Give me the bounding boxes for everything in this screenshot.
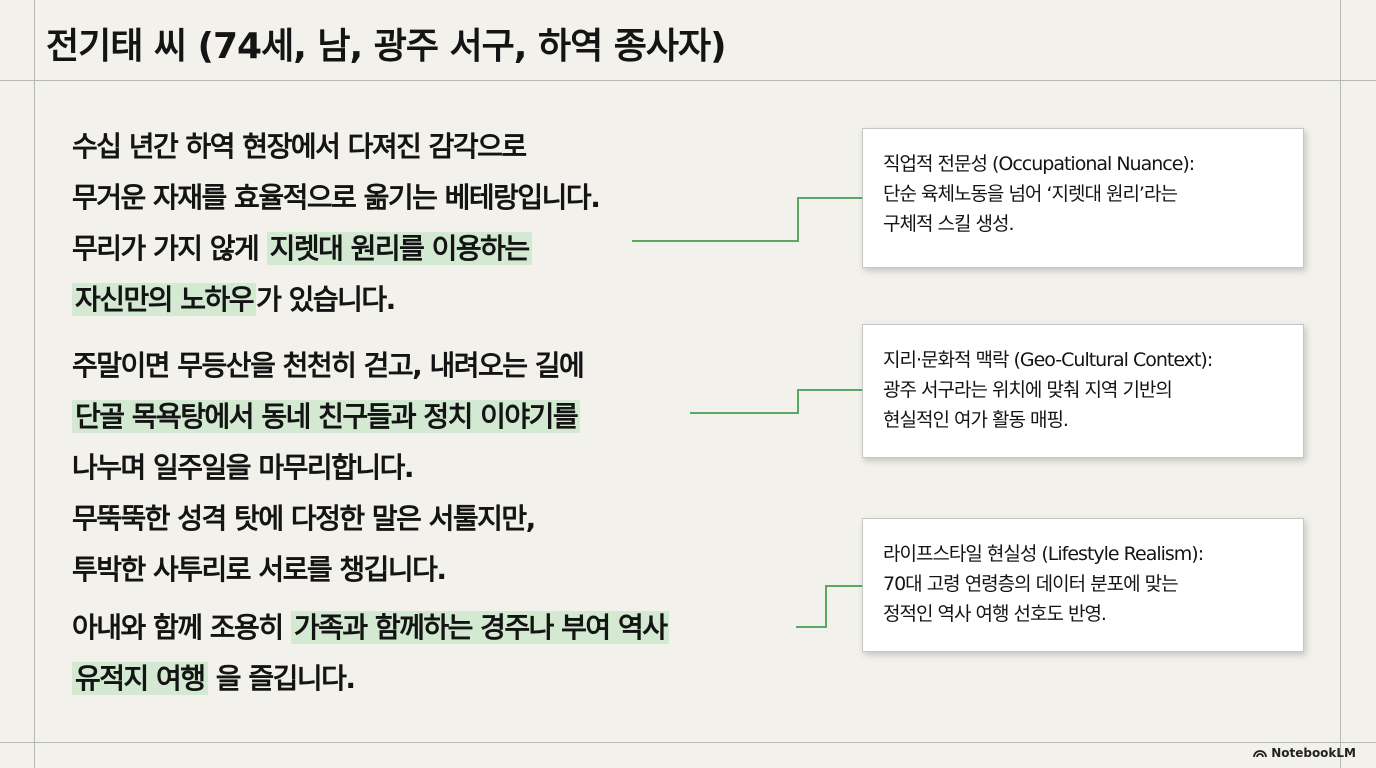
paragraph-line: 주말이면 무등산을 천천히 걷고, 내려오는 길에 xyxy=(72,345,585,386)
highlighted-phrase: 자신만의 노하우 xyxy=(72,283,257,316)
guide-line-top xyxy=(0,80,1376,81)
annotation-card-lifestyle: 라이프스타일 현실성 (Lifestyle Realism): 70대 고령 연… xyxy=(862,518,1304,652)
notebooklm-logo-icon xyxy=(1253,750,1268,758)
paragraph-line: 유적지 여행 을 즐깁니다. xyxy=(72,658,356,699)
note-text: 정적인 역사 여행 선호도 반영. xyxy=(883,603,1107,625)
connector-line-3 xyxy=(796,585,862,628)
text-segment: 무거운 자재를 효율적으로 옮기는 베테랑입니다. xyxy=(72,181,601,214)
page-title: 전기태 씨 (74세, 남, 광주 서구, 하역 종사자) xyxy=(46,26,727,67)
paragraph-line: 투박한 사투리로 서로를 챙깁니다. xyxy=(72,549,447,590)
highlighted-phrase: 유적지 여행 xyxy=(72,662,208,695)
note-heading: 지리·문화적 맥락 (Geo-Cultural Context): xyxy=(883,349,1213,371)
connector-line-1 xyxy=(632,197,862,242)
paragraph-line: 아내와 함께 조용히 가족과 함께하는 경주나 부여 역사 xyxy=(72,607,670,648)
note-text: 70대 고령 연령층의 데이터 분포에 맞는 xyxy=(883,573,1179,595)
note-text: 단순 육체노동을 넘어 ‘지렛대 원리’라는 xyxy=(883,183,1178,205)
note-heading: 직업적 전문성 (Occupational Nuance): xyxy=(883,153,1195,175)
paragraph-line: 무거운 자재를 효율적으로 옮기는 베테랑입니다. xyxy=(72,177,601,218)
note-heading: 라이프스타일 현실성 (Lifestyle Realism): xyxy=(883,543,1204,565)
paragraph-line: 무뚝뚝한 성격 탓에 다정한 말은 서툴지만, xyxy=(72,498,536,539)
highlighted-phrase: 가족과 함께하는 경주나 부여 역사 xyxy=(290,611,670,644)
note-text: 구체적 스킬 생성. xyxy=(883,213,1014,235)
text-segment: 투박한 사투리로 서로를 챙깁니다. xyxy=(72,553,447,586)
guide-line-bottom xyxy=(0,742,1376,743)
note-text: 광주 서구라는 위치에 맞춰 지역 기반의 xyxy=(883,379,1173,401)
text-segment: 나누며 일주일을 마무리합니다. xyxy=(72,451,415,484)
brand-label: NotebookLM xyxy=(1271,746,1356,760)
note-text: 현실적인 여가 활동 매핑. xyxy=(883,409,1069,431)
notebooklm-watermark: NotebookLM xyxy=(1253,744,1356,762)
text-segment: 무리가 가지 않게 xyxy=(72,232,267,265)
paragraph-line: 수십 년간 하역 현장에서 다져진 감각으로 xyxy=(72,126,527,167)
text-segment: 주말이면 무등산을 천천히 걷고, 내려오는 길에 xyxy=(72,349,585,382)
highlighted-phrase: 단골 목욕탕에서 동네 친구들과 정치 이야기를 xyxy=(72,400,581,433)
paragraph-line: 무리가 가지 않게 지렛대 원리를 이용하는 xyxy=(72,228,532,269)
text-segment: 가 있습니다. xyxy=(256,283,396,316)
text-segment: 아내와 함께 조용히 xyxy=(72,611,291,644)
highlighted-phrase: 지렛대 원리를 이용하는 xyxy=(266,232,532,265)
connector-line-2 xyxy=(690,389,862,414)
text-segment: 무뚝뚝한 성격 탓에 다정한 말은 서툴지만, xyxy=(72,502,536,535)
text-segment: 수십 년간 하역 현장에서 다져진 감각으로 xyxy=(72,130,527,163)
guide-line-right xyxy=(1340,0,1341,768)
paragraph-line: 나누며 일주일을 마무리합니다. xyxy=(72,447,415,488)
paragraph-line: 단골 목욕탕에서 동네 친구들과 정치 이야기를 xyxy=(72,396,581,437)
text-segment: 을 즐깁니다. xyxy=(207,662,356,695)
guide-line-left xyxy=(34,0,35,768)
annotation-card-occupational: 직업적 전문성 (Occupational Nuance): 단순 육체노동을 … xyxy=(862,128,1304,268)
annotation-card-geo-cultural: 지리·문화적 맥락 (Geo-Cultural Context): 광주 서구라… xyxy=(862,324,1304,458)
